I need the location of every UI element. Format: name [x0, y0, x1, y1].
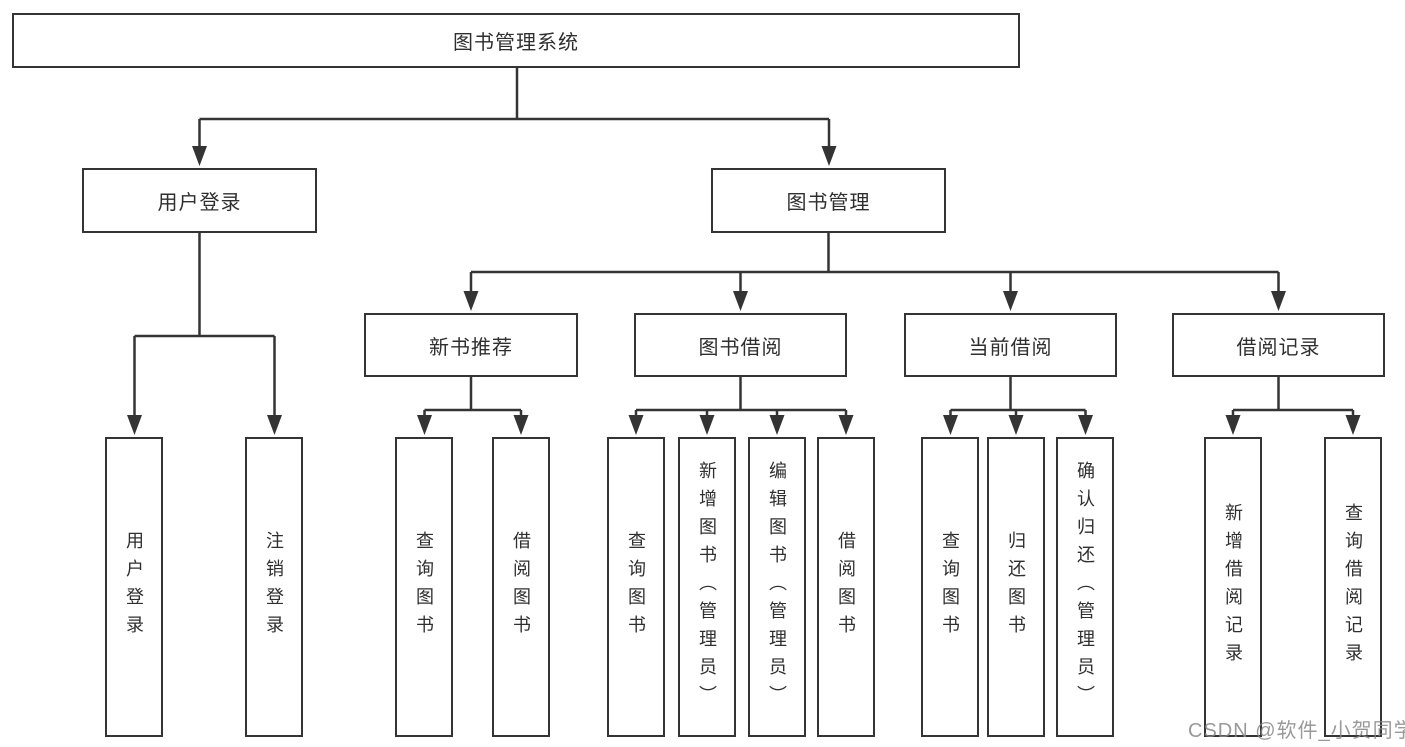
connector-recommend-to-leaves — [423, 377, 523, 421]
node-current-borrowing: 当前借阅 — [904, 313, 1117, 377]
leaf-records-add-record: 新增借阅记录 — [1204, 437, 1262, 737]
connector-userlogin-to-leaves — [133, 233, 276, 421]
connector-root-to-level2 — [198, 68, 831, 150]
leaf-user-login: 用户登录 — [105, 437, 163, 737]
leaf-logout: 注销登录 — [245, 437, 303, 737]
leaf-borrowing-borrow-books: 借阅图书 — [817, 437, 875, 737]
leaf-records-query-record: 查询借阅记录 — [1324, 437, 1382, 737]
watermark: CSDN @软件_小贺同学 — [1188, 720, 1405, 742]
leaf-current-query-books: 查询图书 — [921, 437, 979, 737]
leaf-borrowing-add-books-admin: 新增图书（管理员） — [678, 437, 736, 737]
leaf-current-return-books: 归还图书 — [987, 437, 1045, 737]
leaf-borrowing-edit-books-admin: 编辑图书（管理员） — [748, 437, 806, 737]
leaf-recommend-query-books: 查询图书 — [395, 437, 453, 737]
node-new-book-recommend: 新书推荐 — [364, 313, 578, 377]
leaf-current-confirm-return-admin: 确认归还（管理员） — [1056, 437, 1114, 737]
node-borrowing-records: 借阅记录 — [1172, 313, 1385, 377]
connector-current-to-leaves — [949, 377, 1087, 421]
connector-bookmgmt-to-level3 — [469, 233, 1280, 297]
connector-borrowing-to-leaves — [634, 377, 848, 421]
node-root: 图书管理系统 — [12, 13, 1020, 68]
node-user-login: 用户登录 — [82, 168, 317, 233]
leaf-borrowing-query-books: 查询图书 — [607, 437, 665, 737]
node-book-borrowing: 图书借阅 — [634, 313, 847, 377]
node-book-management: 图书管理 — [711, 168, 946, 233]
connector-records-to-leaves — [1231, 377, 1355, 421]
leaf-recommend-borrow-books: 借阅图书 — [492, 437, 550, 737]
